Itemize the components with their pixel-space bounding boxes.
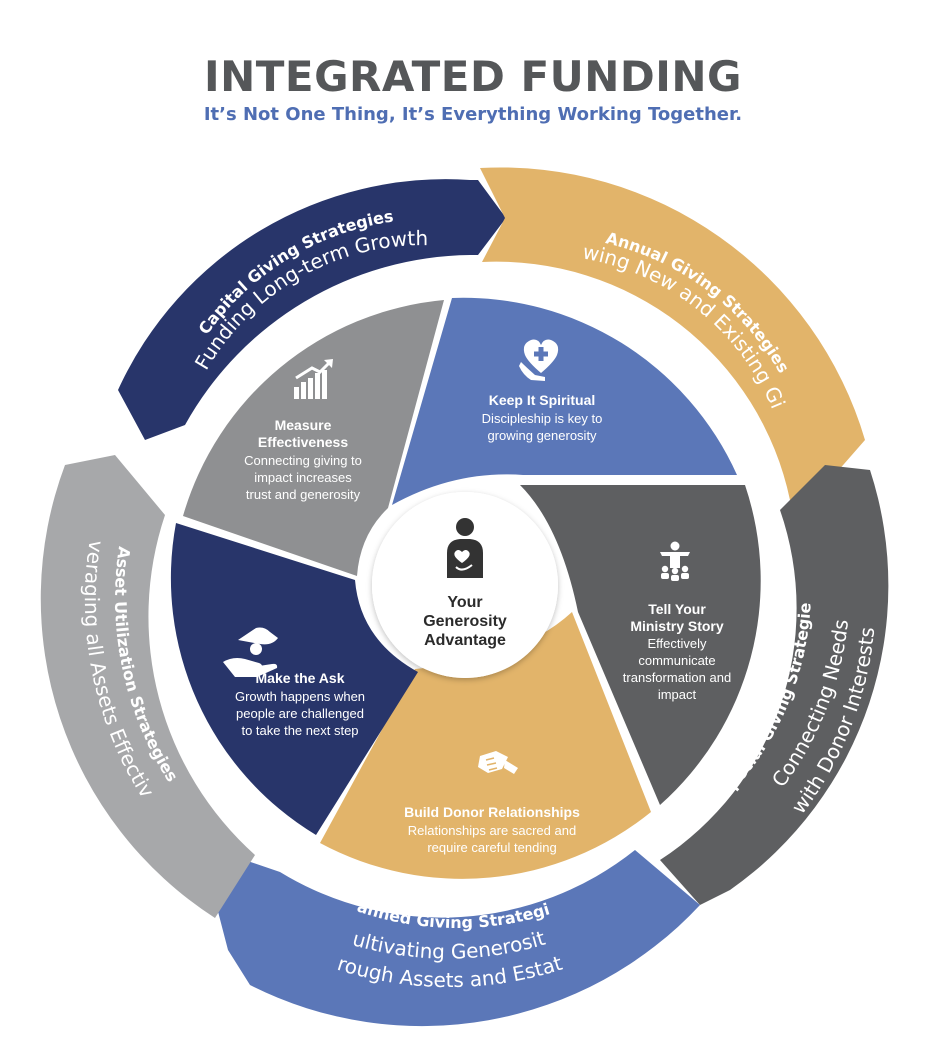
page-title: INTEGRATED FUNDING: [203, 52, 743, 101]
ring-segment-planned: [215, 850, 700, 1027]
wedge-measure: [183, 300, 444, 576]
wedge-text-measure: Measure Effectiveness Connecting giving …: [244, 417, 362, 502]
outer-ring: [40, 167, 889, 1027]
ring-segment-annual: [480, 167, 865, 500]
center-line-1: Your: [447, 594, 482, 611]
wedge-text-keep-spiritual: Keep It Spiritual Discipleship is key to…: [482, 392, 603, 443]
wedge-title: Measure: [275, 417, 332, 433]
center-line-2: Generosity: [423, 613, 507, 630]
wedge-title: Effectiveness: [258, 434, 348, 450]
wedge-desc: Growth happens when: [235, 689, 365, 704]
ring-segment-special: [660, 465, 889, 905]
wedge-desc: people are challenged: [236, 706, 364, 721]
ring-segment-capital: [118, 179, 506, 440]
wedge-text-ministry-story: Tell Your Ministry Story Effectively com…: [623, 601, 731, 702]
wedge-desc: communicate: [638, 653, 715, 668]
center-line-3: Advantage: [424, 632, 506, 649]
crowd-icon: [660, 541, 690, 581]
wedge-title: Build Donor Relationships: [404, 804, 580, 820]
wedge-title: Ministry Story: [630, 618, 724, 634]
wedge-donor-relationships: [320, 612, 651, 879]
wedge-make-ask: [170, 523, 418, 835]
growth-chart-icon: [294, 359, 333, 399]
wedge-desc: to take the next step: [241, 723, 358, 738]
page-subtitle: It’s Not One Thing, It’s Everything Work…: [203, 104, 743, 125]
wedge-text-donor-relationships: Build Donor Relationships Relationships …: [404, 804, 580, 855]
wedge-desc: trust and generosity: [246, 487, 361, 502]
wedge-title: Tell Your: [648, 601, 706, 617]
wedge-keep-spiritual: [392, 297, 737, 505]
heart-hand-icon: [519, 339, 559, 381]
inner-wheel: [170, 297, 761, 879]
wedge-desc: Connecting giving to: [244, 453, 362, 468]
wedge-desc: require careful tending: [427, 840, 556, 855]
wedge-title: Keep It Spiritual: [489, 392, 596, 408]
center-hub: Your Generosity Advantage: [372, 492, 558, 678]
wedge-desc: growing generosity: [487, 428, 597, 443]
ring-segment-asset: [40, 455, 255, 918]
wedge-desc: impact increases: [254, 470, 352, 485]
wedge-desc: transformation and: [623, 670, 731, 685]
wedge-desc: impact: [658, 687, 697, 702]
handshake-icon: [478, 751, 518, 774]
person-heart-icon: [447, 518, 483, 578]
wedge-desc: Relationships are sacred and: [408, 823, 576, 838]
coin-hand-icon: [223, 627, 278, 677]
wedge-title: Make the Ask: [256, 670, 345, 686]
wedge-desc: Discipleship is key to: [482, 411, 603, 426]
wedge-ministry-story: [520, 485, 761, 805]
wedge-text-make-ask: Make the Ask Growth happens when people …: [235, 670, 365, 738]
wedge-desc: Effectively: [647, 636, 707, 651]
